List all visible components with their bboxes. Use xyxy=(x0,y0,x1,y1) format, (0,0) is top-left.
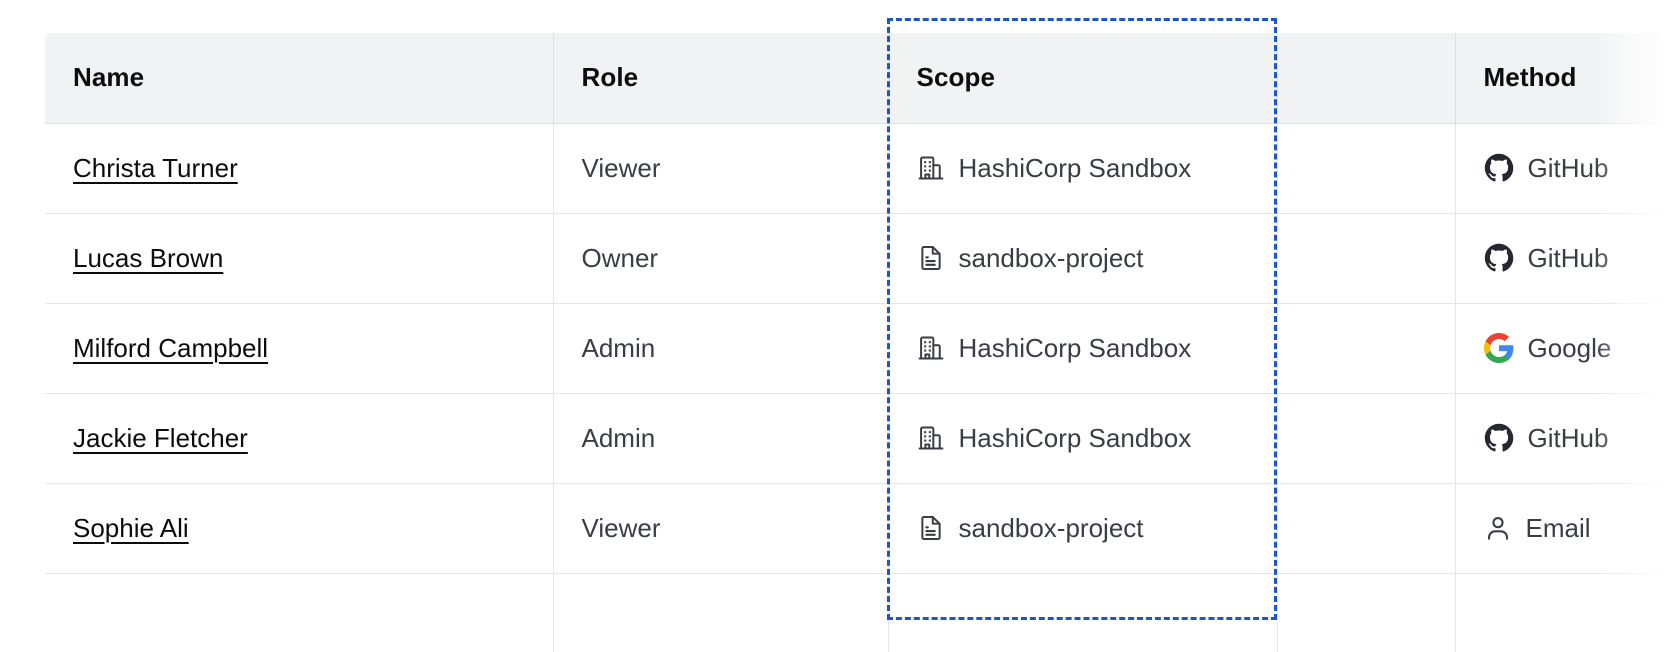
role-label: Owner xyxy=(581,242,659,273)
table-row[interactable]: Milford Campbell Admin HashiCorp Sandbox Go… xyxy=(45,303,1672,394)
cell-method: Email xyxy=(1455,483,1672,574)
github-icon xyxy=(1484,423,1513,452)
cell-scope: HashiCorp Sandbox xyxy=(888,393,1278,484)
table-row[interactable]: Lucas Brown Owner sandbox-project GitHub xyxy=(45,213,1672,304)
cell-role: Viewer xyxy=(553,123,889,214)
project-document-icon xyxy=(920,516,941,540)
scope-label: HashiCorp Sandbox xyxy=(958,152,1192,183)
organization-building-icon xyxy=(918,426,943,450)
role-label: Admin xyxy=(581,332,656,363)
cell-scope: HashiCorp Sandbox xyxy=(888,123,1278,214)
project-document-icon xyxy=(920,246,941,270)
method-label: GitHub xyxy=(1527,422,1609,453)
column-header-name[interactable]: Name xyxy=(45,33,554,124)
column-header-blank xyxy=(1277,33,1456,124)
organization-building-icon xyxy=(918,156,943,180)
organization-building-icon xyxy=(918,336,943,360)
user-name-link[interactable]: Sophie Ali xyxy=(73,512,189,543)
table-header: Name Role Scope Method xyxy=(45,33,1672,124)
cell-scope: sandbox-project xyxy=(888,213,1278,304)
cell-name: Lucas Brown xyxy=(45,213,554,304)
cell-method xyxy=(1455,573,1672,652)
cell-scope: HashiCorp Sandbox xyxy=(888,303,1278,394)
cell-method: GitHub xyxy=(1455,123,1672,214)
user-name-link[interactable]: Milford Campbell xyxy=(73,332,269,363)
cell-scope xyxy=(888,573,1278,652)
user-name-link[interactable]: Lucas Brown xyxy=(73,242,224,273)
cell-role xyxy=(553,573,889,652)
column-header-scope[interactable]: Scope xyxy=(888,33,1278,124)
method-label: GitHub xyxy=(1527,152,1609,183)
cell-blank xyxy=(1277,123,1456,214)
user-name-link[interactable]: Christa Turner xyxy=(73,152,238,183)
method-label: GitHub xyxy=(1527,242,1609,273)
github-icon xyxy=(1484,243,1513,272)
user-person-icon xyxy=(1487,517,1508,540)
cell-role: Admin xyxy=(553,303,889,394)
cell-role: Owner xyxy=(553,213,889,304)
column-header-role[interactable]: Role xyxy=(553,33,889,124)
google-icon xyxy=(1483,333,1513,363)
cell-role: Admin xyxy=(553,393,889,484)
cell-name: Jackie Fletcher xyxy=(45,393,554,484)
cell-name: Christa Turner xyxy=(45,123,554,214)
cell-name: Sophie Ali xyxy=(45,483,554,574)
role-label: Viewer xyxy=(581,152,661,183)
scope-label: HashiCorp Sandbox xyxy=(958,332,1192,363)
cell-role: Viewer xyxy=(553,483,889,574)
column-header-method[interactable]: Method xyxy=(1455,33,1672,124)
table-row[interactable]: Christa Turner Viewer HashiCorp Sandbox Git… xyxy=(45,123,1672,214)
cell-method: Google xyxy=(1455,303,1672,394)
cell-method: GitHub xyxy=(1455,393,1672,484)
cell-blank xyxy=(1277,303,1456,394)
table-row-partial[interactable] xyxy=(45,573,1672,652)
table-header-row: Name Role Scope Method xyxy=(45,33,1672,124)
scope-label: HashiCorp Sandbox xyxy=(958,422,1192,453)
method-label: Google xyxy=(1527,332,1612,363)
cell-scope: sandbox-project xyxy=(888,483,1278,574)
cell-method: GitHub xyxy=(1455,213,1672,304)
role-label: Admin xyxy=(581,422,656,453)
cell-blank xyxy=(1277,393,1456,484)
cell-blank xyxy=(1277,213,1456,304)
table-row[interactable]: Jackie Fletcher Admin HashiCorp Sandbox Git… xyxy=(45,393,1672,484)
role-label: Viewer xyxy=(581,512,661,543)
method-label: Email xyxy=(1525,512,1591,543)
cell-name: Milford Campbell xyxy=(45,303,554,394)
scope-label: sandbox-project xyxy=(958,512,1144,543)
cell-blank xyxy=(1277,573,1456,652)
cell-name xyxy=(45,573,554,652)
user-name-link[interactable]: Jackie Fletcher xyxy=(73,422,248,453)
cell-blank xyxy=(1277,483,1456,574)
table-row[interactable]: Sophie Ali Viewer sandbox-project Email xyxy=(45,483,1672,574)
scope-label: sandbox-project xyxy=(958,242,1144,273)
github-icon xyxy=(1484,153,1513,182)
